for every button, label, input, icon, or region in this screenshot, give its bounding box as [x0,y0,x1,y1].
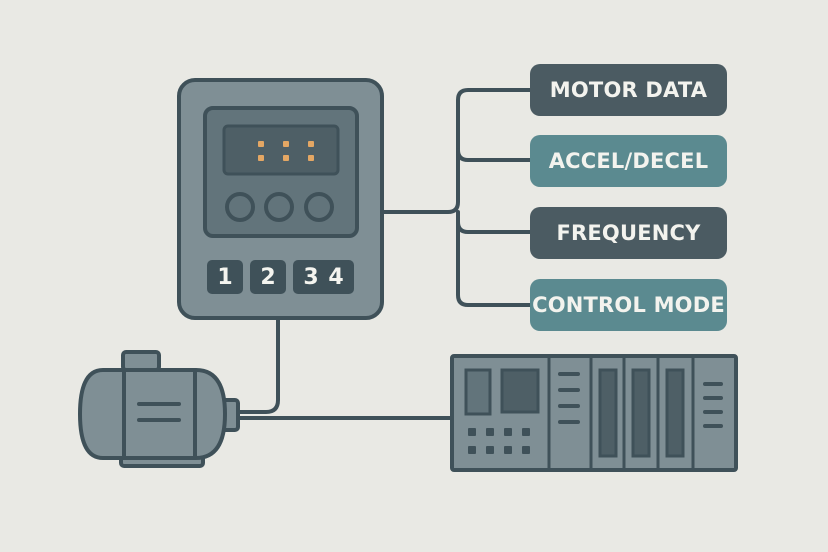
plc-io-module-2 [598,368,618,458]
param-frequency: FREQUENCY [530,207,727,259]
electric-motor [78,350,240,468]
param-control-mode: CONTROL MODE [530,279,727,331]
vfd-drive [177,78,384,320]
motor-top-box [121,350,161,372]
drive-display [222,124,340,176]
plc-cpu-module [464,368,540,454]
drive-key-1 [207,260,243,294]
drive-key-2 [250,260,286,294]
bus-branch-frequency [456,220,534,234]
drive-key-3-4 [293,260,354,294]
drive-knob-3 [304,192,334,222]
bus-branch-accel [456,148,534,162]
plc-io-module-5 [703,382,723,428]
motor-body [78,368,227,460]
param-accel-decel: ACCEL/DECEL [530,135,727,187]
drive-knob-2 [264,192,294,222]
display-indicators [258,141,314,161]
plc-rack [450,354,738,472]
drive-to-motor-line [236,316,280,414]
connection-lines [236,88,534,420]
plc-io-module-4 [665,368,685,458]
plc-io-module-1 [558,372,580,424]
drive-knob-1 [225,192,255,222]
param-motor-data: MOTOR DATA [530,64,727,116]
plc-io-module-3 [631,368,651,458]
bus-branch-control [456,210,534,307]
